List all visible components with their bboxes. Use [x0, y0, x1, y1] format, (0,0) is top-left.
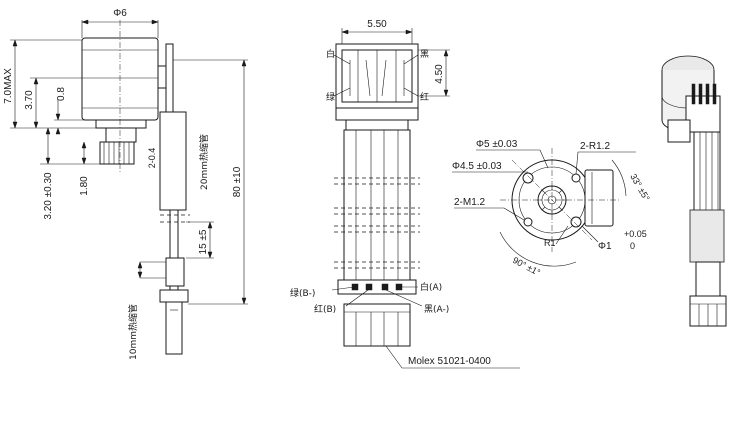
- iso-shrink-tube: [689, 209, 725, 263]
- dim-2-0-4: 2-0.4: [147, 148, 157, 169]
- wire-label-green-top: 绿: [326, 91, 335, 103]
- wire-label-black-top: 黑: [420, 49, 429, 60]
- iso-ribbon-bottom: [695, 261, 721, 297]
- heat-shrink-20mm: [159, 111, 187, 211]
- connector-collar: [159, 289, 189, 303]
- wire-label-red-top: 红: [420, 91, 429, 103]
- dim-total-length: 80 ±10: [232, 166, 243, 197]
- gear-hub: [105, 127, 137, 143]
- heat-shrink-10mm: [165, 257, 185, 287]
- ribbon-cable: [343, 129, 411, 281]
- housing-base: [335, 107, 419, 121]
- wire-label-green-b: 绿(B-): [290, 287, 315, 299]
- wire-label-black-a: 黑(A-): [424, 304, 449, 315]
- dim-dia-1: Φ1: [598, 241, 612, 252]
- top-view: Φ5 ±0.03 Φ4.5 ±0.03 2-R1.2 2-M1.2 33° ±5…: [452, 139, 652, 278]
- dim-tol-plus: +0.05: [624, 229, 647, 239]
- hole-bottom-right: [570, 216, 582, 228]
- dim-height-max: 7.0MAX: [3, 68, 14, 104]
- isometric-view: [661, 55, 727, 327]
- molex-connector: [343, 303, 411, 347]
- dim-0-8: 0.8: [56, 87, 67, 101]
- dim-dia-5: Φ5 ±0.03: [476, 139, 518, 150]
- dim-m-1-2: 2-M1.2: [454, 197, 486, 208]
- front-view: 白 黑 绿 红 5.50 4.50: [290, 19, 520, 369]
- dim-height-4-50: 4.50: [434, 64, 445, 84]
- dim-tol-zero: 0: [630, 241, 635, 251]
- connector-body: [165, 301, 183, 355]
- label-tube-10mm: 10mm热缩管: [127, 304, 139, 360]
- wire-label-white-a: 白(A): [420, 281, 442, 293]
- label-tube-20mm: 20mm热缩管: [198, 134, 210, 190]
- iso-ribbon-top: [693, 131, 721, 213]
- terminal-block: [157, 65, 167, 89]
- dim-15: 15 ±5: [198, 229, 209, 254]
- dim-width-5-50: 5.50: [367, 19, 387, 30]
- dim-3-20: 3.20 ±0.30: [43, 172, 54, 220]
- hole-bottom-left: [523, 217, 533, 227]
- iso-gearbox: [667, 119, 691, 143]
- top-bracket: [584, 169, 614, 227]
- hole-top-left: [522, 172, 534, 184]
- wire-label-white-top: 白: [326, 48, 335, 60]
- label-connector-model: Molex 51021-0400: [408, 356, 491, 367]
- pinion-gear: [99, 141, 135, 165]
- side-view: Φ6 7.0MAX 3.70 0.8 3.20 ±0.30 1.80 2-0.4: [3, 8, 248, 360]
- hole-top-right: [571, 173, 581, 183]
- dim-r-1-2: 2-R1.2: [580, 141, 610, 152]
- dim-dia-4-5: Φ4.5 ±0.03: [452, 161, 502, 172]
- dim-angle-90: 90° ±1°: [511, 255, 542, 278]
- dim-angle-33: 33° ±5°: [628, 172, 652, 203]
- dim-r-1: R1: [544, 238, 556, 248]
- gear-base: [95, 119, 147, 129]
- dim-body-diameter: Φ6: [113, 8, 127, 19]
- dim-1-80: 1.80: [79, 176, 90, 196]
- dim-3-70: 3.70: [24, 90, 35, 110]
- wire-label-red-b: 红(B): [314, 303, 336, 315]
